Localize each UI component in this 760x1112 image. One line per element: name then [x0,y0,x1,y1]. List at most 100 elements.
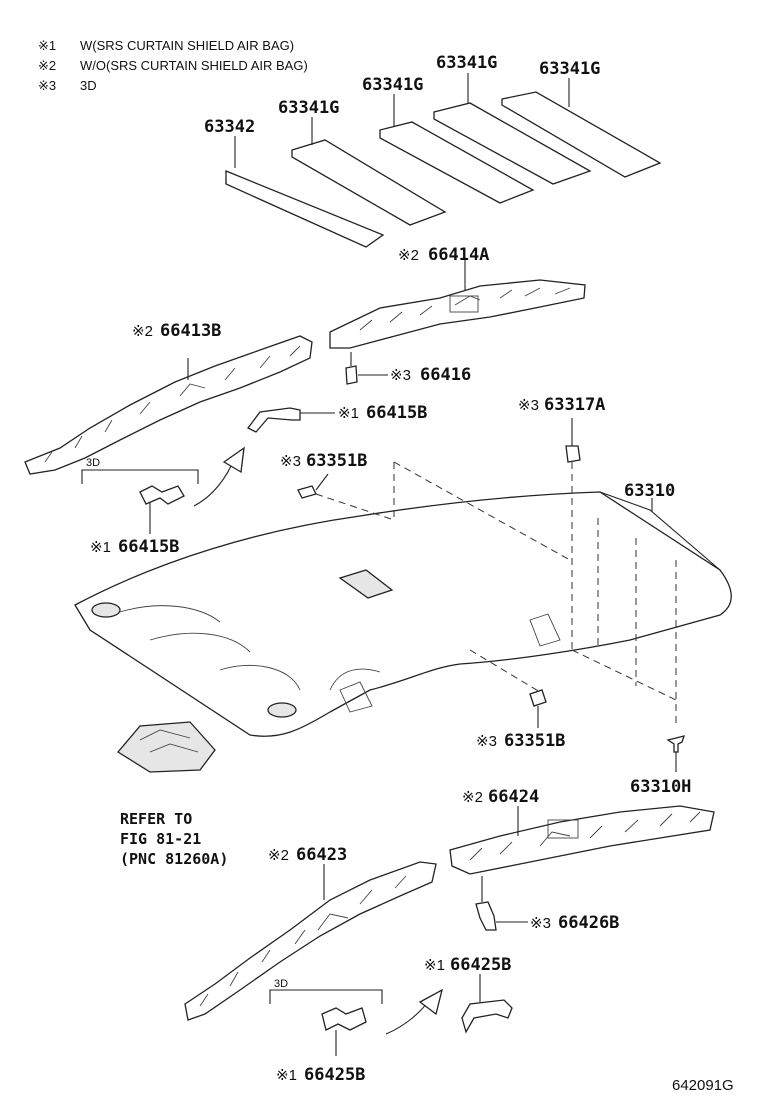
bracket-66424-shape [449,805,715,875]
bracket-66423-shape [184,861,437,1021]
label-63341g-3: 63341G [436,53,497,73]
clip-63351b-top-leader [315,473,329,491]
pad-63342 [225,136,385,248]
label-66416: 66416 [420,365,471,385]
pad-63341g-4-shape [501,91,662,178]
bracket-66414a-shape [329,279,586,349]
headliner-63310-shape [74,491,732,737]
arrow-bot-head [418,988,443,1016]
bracket-66415b-top-shape [247,407,301,433]
label-63351b-bot: 63351B [504,731,565,751]
pad-63341g-1 [291,117,447,226]
bracket-66415b-top [247,407,335,433]
label-66415b-left-mark: ※1 [90,539,111,556]
guide-line [315,493,395,521]
diagram-id: 642091G [672,1077,734,1094]
headliner-edge [599,491,721,571]
detail-3d-bot-bracket [269,989,383,1004]
bracket-66424 [449,805,715,875]
legend-mark-1: ※1 [38,38,56,53]
guide-line [393,461,571,561]
pad-63341g-2-shape [379,121,535,204]
guide-line [469,649,541,693]
label-66414a: 66414A [428,245,489,265]
label-66426b-mark: ※3 [530,915,551,932]
label-63351b-top: 63351B [306,451,367,471]
map-lamp-shape [117,721,216,773]
pad-63341g-4 [501,78,662,178]
guide-lines [315,461,677,728]
bracket-66425b-right-shape [461,999,513,1034]
label-66415b-left: 66415B [118,537,179,557]
bracket-detail [44,345,301,463]
headliner-lamp-right [267,702,297,718]
label-3d-bot: 3D [274,978,288,990]
bracket-detail [469,811,701,861]
clip-66416-shape [345,365,358,385]
legend-text-3: 3D [80,78,97,93]
bracket-66413b [24,335,313,475]
detail-3d-top-bracket [81,469,199,484]
label-66423-mark: ※2 [268,847,289,864]
label-66415b-top-mark: ※1 [338,405,359,422]
lamp-detail [139,729,199,753]
pad-63341g-2 [379,94,535,204]
headliner-contour [119,605,381,691]
clip-66416 [345,352,388,385]
arrow-top-head [222,446,245,474]
label-66424: 66424 [488,787,539,807]
pad-63341g-3-shape [433,102,592,185]
clip-63351b-top-shape [297,485,317,499]
bracket-detail [199,875,407,1007]
pad-63341g-1-shape [291,139,447,226]
bracket-66425b-right [461,974,513,1034]
headliner-lamp-left [91,602,121,618]
label-66425b-right: 66425B [450,955,511,975]
screw-63310h [666,735,685,772]
legend-mark-3: ※3 [38,78,56,93]
clip-66426b-shape [475,901,497,931]
clip-63317a [565,418,581,463]
detail-3d-bot-part [321,1007,367,1031]
label-3d-top: 3D [86,457,100,469]
headliner-lamp-center [338,569,394,599]
screw-63310h-shape [666,735,685,753]
bracket-66423 [184,861,437,1021]
label-66415b-top: 66415B [366,403,427,423]
clip-63317a-shape [565,445,581,463]
label-66424-mark: ※2 [462,789,483,806]
bracket-66414a-window [449,295,479,313]
label-63351b-top-mark: ※3 [280,453,301,470]
bracket-66424-window [547,819,579,839]
label-66413b: 66413B [160,321,221,341]
map-lamp [117,721,216,773]
label-66414a-mark: ※2 [398,247,419,264]
bracket-66414a [329,260,586,349]
legend-text-1: W(SRS CURTAIN SHIELD AIR BAG) [80,38,294,53]
legend-mark-2: ※2 [38,58,56,73]
headliner-contour [339,613,561,713]
label-63341g-2: 63341G [362,75,423,95]
legend-text-2: W/O(SRS CURTAIN SHIELD AIR BAG) [80,58,308,73]
label-63342: 63342 [204,117,255,137]
refer-line-3: (PNC 81260A) [120,850,228,868]
bracket-66413b-shape [24,335,313,475]
label-66425b-right-mark: ※1 [424,957,445,974]
label-63310: 63310 [624,481,675,501]
label-63317a: 63317A [544,395,605,415]
guide-line [571,649,677,701]
detail-3d-top-part [139,485,185,505]
label-63351b-bot-mark: ※3 [476,733,497,750]
detail-3d-bot [269,988,443,1056]
clip-63351b-top [297,473,329,499]
pad-63341g-3 [433,73,592,185]
refer-line-1: REFER TO [120,810,192,828]
detail-3d-top [81,446,245,534]
label-63317a-mark: ※3 [518,397,539,414]
refer-line-2: FIG 81-21 [120,830,201,848]
clip-63351b-bot [529,689,547,728]
headliner-63310 [74,491,732,737]
label-66425b-bot: 66425B [304,1065,365,1085]
